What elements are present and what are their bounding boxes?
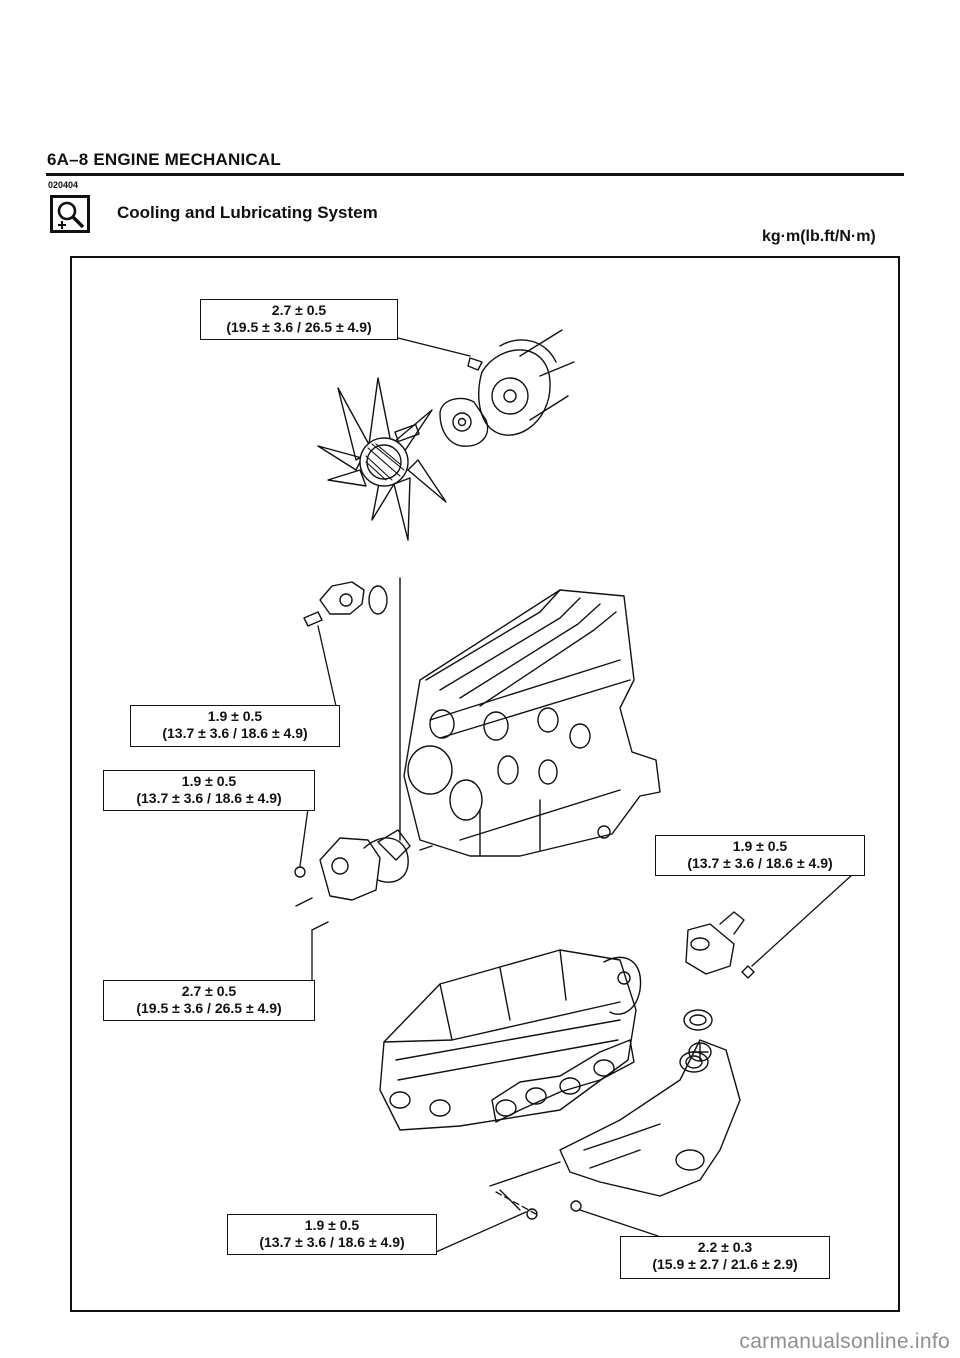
- torque-spec-value: 2.7 ± 0.5: [181, 983, 237, 999]
- torque-spec-water-outlet: 1.9 ± 0.5 (13.7 ± 3.6 / 18.6 ± 4.9): [130, 705, 340, 747]
- torque-spec-value: 2.7 ± 0.5: [271, 302, 327, 318]
- thermostat-housing-drawing: [683, 911, 755, 1062]
- cooling-fan-drawing: [317, 377, 447, 541]
- figure-frame: [70, 256, 900, 1312]
- fan-pulley-drawing: [439, 329, 575, 447]
- site-watermark: carmanualsonline.info: [739, 1330, 950, 1353]
- water-outlet-drawing: [303, 577, 401, 841]
- torque-spec-detail: (13.7 ± 3.6 / 18.6 ± 4.9): [136, 790, 282, 806]
- torque-spec-value: 1.9 ± 0.5: [304, 1217, 360, 1233]
- torque-spec-detail: (13.7 ± 3.6 / 18.6 ± 4.9): [162, 725, 308, 741]
- header-rule: [46, 173, 904, 176]
- torque-spec-detail: (19.5 ± 3.6 / 26.5 ± 4.9): [226, 319, 372, 335]
- section-title: Cooling and Lubricating System: [117, 203, 378, 222]
- torque-spec-detail: (15.9 ± 2.7 / 21.6 ± 2.9): [652, 1256, 798, 1272]
- document-code: 020404: [48, 180, 79, 190]
- torque-spec-detail: (13.7 ± 3.6 / 18.6 ± 4.9): [687, 855, 833, 871]
- cylinder-block-drawing: [403, 589, 661, 857]
- leader-lines: [299, 335, 865, 1253]
- magnifier-inspection-icon: [50, 195, 90, 233]
- torque-spec-thermostat-housing: 1.9 ± 0.5 (13.7 ± 3.6 / 18.6 ± 4.9): [655, 835, 865, 876]
- exhaust-manifold-gasket-drawing: [491, 1039, 635, 1123]
- torque-units: kg·m(lb.ft/N·m): [762, 228, 876, 245]
- torque-spec-value: 2.2 ± 0.3: [697, 1239, 753, 1255]
- torque-spec-water-pump-nut: 1.9 ± 0.5 (13.7 ± 3.6 / 18.6 ± 4.9): [103, 770, 315, 811]
- torque-spec-fan-pulley: 2.7 ± 0.5 (19.5 ± 3.6 / 26.5 ± 4.9): [200, 299, 398, 340]
- water-pump-drawing: [294, 829, 433, 931]
- torque-spec-detail: (19.5 ± 3.6 / 26.5 ± 4.9): [136, 1000, 282, 1016]
- torque-spec-detail: (13.7 ± 3.6 / 18.6 ± 4.9): [259, 1234, 405, 1250]
- cylinder-head-drawing: [379, 949, 642, 1131]
- torque-spec-intake-manifold-nut: 2.2 ± 0.3 (15.9 ± 2.7 / 21.6 ± 2.9): [620, 1236, 830, 1279]
- torque-spec-water-pump-bolt: 2.7 ± 0.5 (19.5 ± 3.6 / 26.5 ± 4.9): [103, 980, 315, 1021]
- torque-spec-value: 1.9 ± 0.5: [181, 773, 237, 789]
- torque-spec-intake-manifold-bolt: 1.9 ± 0.5 (13.7 ± 3.6 / 18.6 ± 4.9): [227, 1214, 437, 1255]
- torque-spec-value: 1.9 ± 0.5: [207, 708, 263, 724]
- torque-spec-value: 1.9 ± 0.5: [732, 838, 788, 854]
- page-header-title: 6A–8 ENGINE MECHANICAL: [47, 150, 281, 169]
